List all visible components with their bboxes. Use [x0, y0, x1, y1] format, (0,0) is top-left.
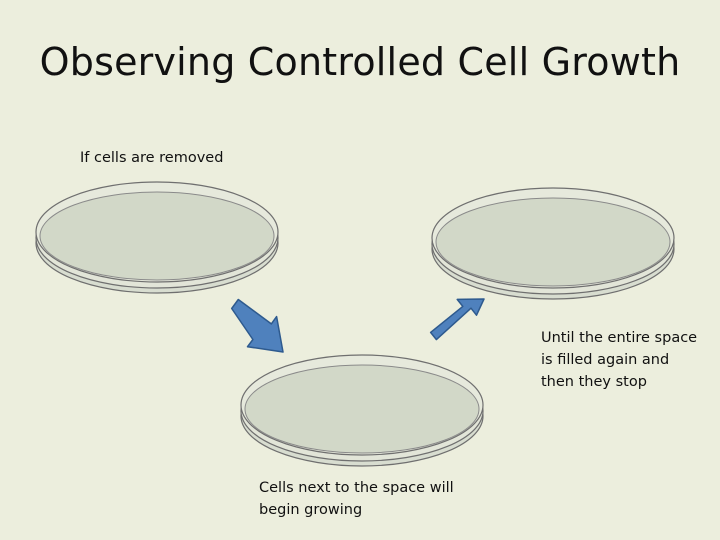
caption-space-filled: Until the entire space is filled again a…: [541, 330, 698, 390]
caption-cells-removed: If cells are removed: [80, 150, 224, 166]
arrow-down-right-icon: [230, 298, 284, 353]
petri-dish-top-right: [431, 187, 675, 300]
petri-dish-bottom-center: [240, 354, 484, 467]
arrow-up-right-icon: [429, 298, 485, 341]
petri-dish-top-left: [35, 181, 279, 294]
caption-begin-growing: Cells next to the space will begin growi…: [259, 480, 454, 518]
slide-title: Observing Controlled Cell Growth: [39, 40, 681, 84]
